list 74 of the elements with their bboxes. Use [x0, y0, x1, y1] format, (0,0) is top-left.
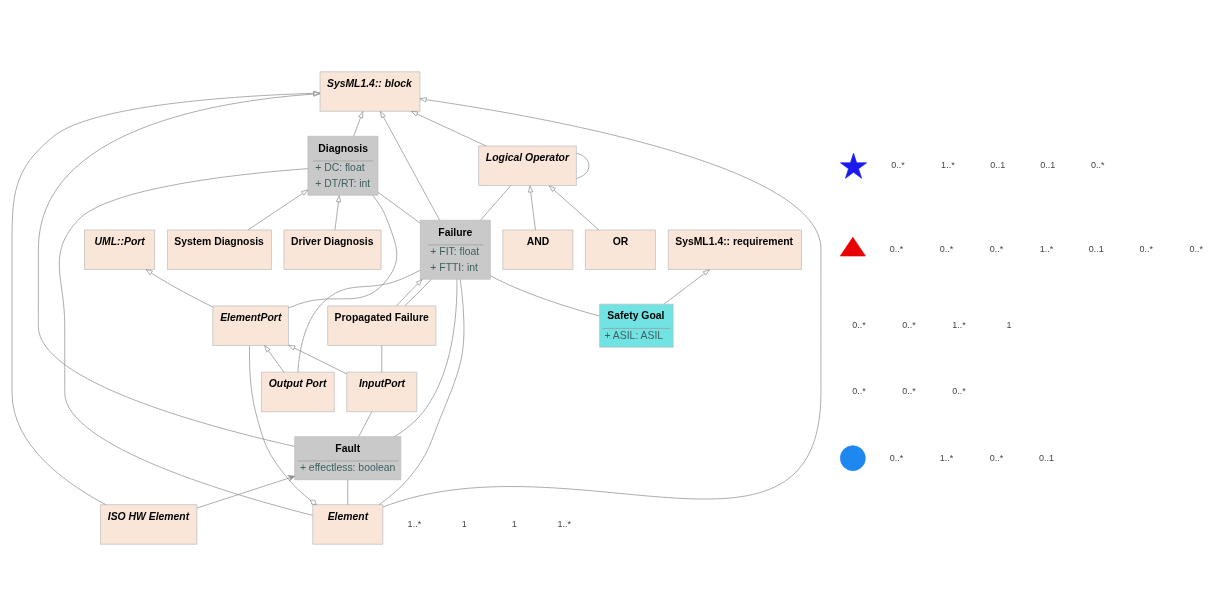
label: 0..1 [990, 160, 1006, 171]
label: 1..* [952, 320, 966, 331]
arrow [196, 475, 295, 509]
label: 1..* [407, 518, 422, 529]
label: 0..* [902, 386, 916, 397]
node-box: OR [585, 229, 656, 270]
node-box: ISO HW Element [100, 504, 198, 545]
node-star [840, 152, 867, 179]
label: 1 [511, 518, 517, 529]
arrow [382, 97, 822, 508]
label: 0..* [989, 244, 1004, 255]
connector [576, 152, 590, 179]
arrow [288, 344, 347, 375]
label: 0..* [939, 244, 954, 255]
connector [378, 279, 465, 505]
connector [394, 279, 458, 437]
node-box: ElementPort [212, 305, 289, 346]
node-box: Output Port [261, 371, 335, 413]
label: 0..* [852, 386, 866, 397]
node-circle [840, 445, 866, 472]
connector [249, 345, 317, 505]
node-box: AND [502, 229, 574, 270]
connector [59, 168, 313, 516]
arrow [247, 189, 309, 231]
node-box: Diagnosis + DC: float + DT/RT: int [307, 135, 379, 196]
arrow [548, 185, 600, 231]
connector [377, 191, 421, 224]
arrow [264, 345, 285, 373]
connector [404, 279, 432, 307]
label: 0..* [889, 452, 904, 463]
label: 0..* [902, 320, 916, 331]
connector [358, 411, 373, 437]
label: 0..* [989, 452, 1004, 463]
node-box: Propagated Failure [327, 305, 437, 346]
connector [381, 345, 383, 373]
label: 1..* [939, 452, 954, 463]
label: 0..* [1139, 244, 1154, 255]
label: 1..* [941, 160, 955, 171]
connector [480, 185, 512, 221]
node-box: Driver Diagnosis [283, 229, 382, 270]
label: 1..* [557, 518, 571, 529]
arrow [380, 111, 440, 221]
node-box: InputPort [346, 371, 418, 413]
label: 1..* [1039, 244, 1054, 255]
node-box: System Diagnosis [167, 229, 272, 270]
arrow [334, 195, 341, 231]
label: 1 [1006, 320, 1012, 331]
node-box: Logical Operator [478, 145, 577, 186]
arrow [396, 279, 423, 307]
label: 0..* [852, 320, 866, 331]
connector [347, 479, 349, 505]
label: 0..1 [1038, 452, 1054, 463]
connector [490, 275, 600, 317]
node-box: UML::Port [84, 229, 155, 270]
label: 1 [461, 518, 467, 529]
node-triangle [840, 236, 866, 257]
node-box: SysML1.4:: requirement [667, 229, 802, 270]
connector [288, 195, 398, 309]
label: 0..* [952, 386, 966, 397]
label: 0..* [891, 160, 905, 171]
arrow [411, 111, 487, 147]
node-box: SysML1.4:: block [319, 71, 421, 112]
arrow [663, 269, 710, 305]
label: 0..* [1090, 160, 1105, 171]
node-box: Element [312, 504, 384, 545]
label: 0..1 [1040, 160, 1056, 171]
node-box: Failure + FIT: float + FTTI: int [419, 219, 491, 280]
arrow [353, 111, 364, 137]
label: 0..* [889, 244, 904, 255]
arrow [528, 185, 536, 231]
label: 0..* [1189, 244, 1204, 255]
label: 0..1 [1088, 244, 1104, 255]
connector [297, 269, 421, 373]
arrow [145, 269, 214, 308]
